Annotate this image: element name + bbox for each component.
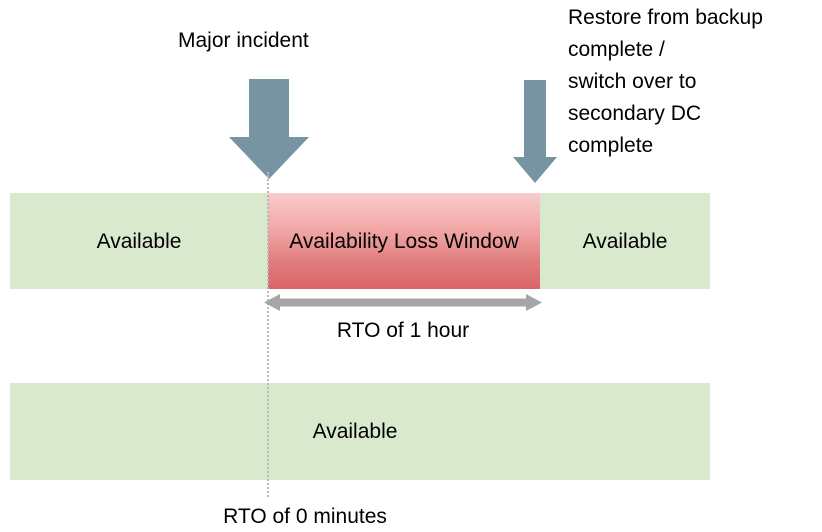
- restore-complete-label: Restore from backup complete / switch ov…: [568, 6, 763, 157]
- segment-available-full-label: Available: [312, 420, 398, 443]
- major-incident-label: Major incident: [178, 29, 309, 52]
- segment-available-full: Available: [10, 383, 710, 480]
- incident-marker-dotted-line-icon: [267, 172, 269, 497]
- segment-availability-loss-window: Availability Loss Window: [268, 193, 540, 289]
- segment-available-before: Available: [10, 193, 268, 289]
- segment-available-before-label: Available: [96, 229, 182, 253]
- segment-availability-loss-window-label: Availability Loss Window: [289, 229, 519, 253]
- major-incident-down-arrow-icon: [228, 79, 310, 179]
- segment-available-after-label: Available: [582, 229, 668, 253]
- rto-measure-double-headed-arrow-icon: [264, 293, 542, 312]
- rto-of-1-hour-label: RTO of 1 hour: [336, 319, 470, 342]
- timeline-bar-primary: Available Availability Loss Window Avail…: [10, 193, 710, 289]
- restore-complete-down-arrow-icon: [512, 80, 558, 183]
- timeline-bar-secondary: Available: [10, 383, 710, 480]
- segment-available-after: Available: [540, 193, 710, 289]
- rto-of-0-minutes-label: RTO of 0 minutes: [223, 505, 387, 528]
